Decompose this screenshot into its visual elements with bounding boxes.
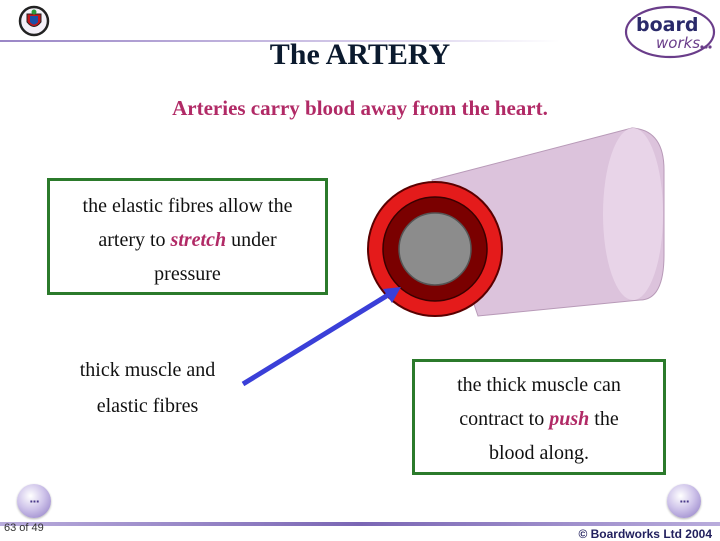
artery-tube-end: [603, 128, 663, 300]
muscle-line-2-before: contract to: [459, 408, 550, 430]
elastic-fibres-box: the elastic fibres allow the artery to s…: [47, 178, 328, 295]
slide-subtitle: Arteries carry blood away from the heart…: [172, 96, 548, 120]
next-button[interactable]: ···: [667, 484, 701, 518]
boardworks-logo: board works: [624, 4, 716, 65]
logo-word-board: board: [636, 14, 698, 36]
emphasis-stretch: stretch: [170, 229, 227, 251]
school-crest-icon: [18, 5, 50, 42]
muscle-line-1: the thick muscle can: [457, 374, 621, 396]
header-divider: [0, 40, 560, 42]
elastic-line-1: the elastic fibres allow the: [82, 195, 293, 217]
muscle-label: thick muscle and elastic fibres: [40, 352, 255, 424]
muscle-label-line-2: elastic fibres: [96, 395, 199, 417]
page-title: The ARTERY: [269, 38, 451, 71]
muscle-line-2: contract to push the: [415, 402, 663, 436]
muscle-line-3: blood along.: [489, 442, 589, 464]
pointer-arrow: [241, 292, 390, 387]
artery-lumen: [398, 212, 472, 286]
muscle-label-line-1: thick muscle and: [79, 359, 216, 381]
muscle-line-2-after: the: [589, 408, 619, 430]
footer-divider: [0, 522, 720, 526]
elastic-line-2: artery to stretch under: [50, 223, 325, 257]
elastic-line-2-after: under: [226, 229, 277, 251]
logo-word-works: works: [656, 34, 700, 52]
elastic-line-2-before: artery to: [98, 229, 171, 251]
thick-muscle-box: the thick muscle can contract to push th…: [412, 359, 666, 475]
elastic-line-3: pressure: [154, 263, 221, 285]
next-arrow-icon: ···: [679, 494, 690, 508]
copyright-notice: © Boardworks Ltd 2004: [578, 527, 712, 541]
previous-arrow-icon: ···: [29, 494, 40, 508]
emphasis-push: push: [549, 408, 590, 430]
previous-button[interactable]: ···: [17, 484, 51, 518]
pointer-arrow-head: [383, 287, 401, 303]
page-counter: 63 of 49: [4, 522, 44, 534]
